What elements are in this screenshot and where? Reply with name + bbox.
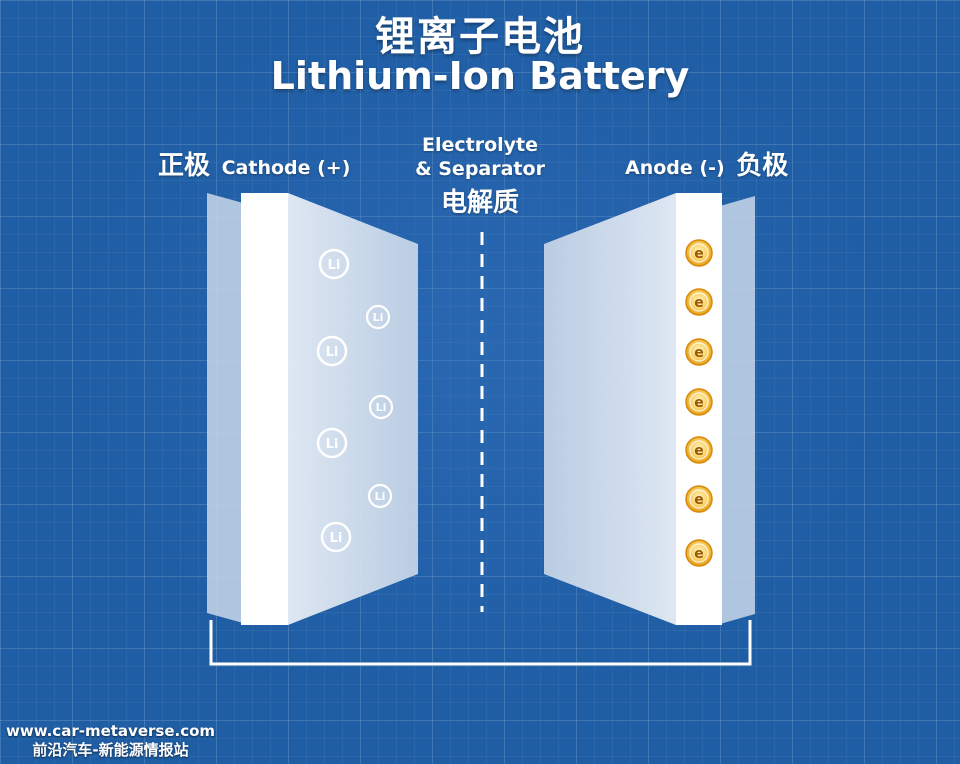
electron-label: e: [694, 345, 704, 361]
lithium-ions: Li Li Li Li Li Li Li: [316, 248, 394, 553]
lithium-ion: Li: [368, 394, 394, 420]
separator-label-en-1: Electrolyte: [421, 134, 538, 156]
electron: e: [685, 539, 713, 567]
anode-assembly: [544, 193, 755, 625]
lithium-ion-label: Li: [375, 490, 386, 503]
anode-label: Anode (-) 负极: [625, 145, 788, 182]
watermark-url: www.car-metaverse.com: [6, 722, 216, 740]
electron-label: e: [694, 246, 704, 262]
lithium-ion: Li: [316, 335, 348, 367]
cathode-assembly: [207, 193, 418, 625]
electron: e: [685, 338, 713, 366]
anode-panel: [544, 193, 676, 625]
electron-label: e: [694, 295, 704, 311]
cathode-back-plate: [207, 193, 243, 623]
lithium-ion-label: Li: [373, 311, 384, 324]
electron-label: e: [694, 492, 704, 508]
anode-label-en: Anode (-): [625, 157, 725, 179]
cathode-current-collector: [241, 193, 288, 625]
electron: e: [685, 436, 713, 464]
cathode-label: 正极 Cathode (+): [158, 145, 350, 182]
electron-label: e: [694, 395, 704, 411]
watermark-name: 前沿汽车-新能源情报站: [32, 741, 189, 759]
electron: e: [685, 388, 713, 416]
electron: e: [685, 288, 713, 316]
cathode-label-en: Cathode (+): [221, 157, 351, 179]
anode-label-cn: 负极: [736, 151, 789, 181]
electron-label: e: [694, 443, 704, 459]
lithium-ion-label: Li: [376, 401, 387, 414]
lithium-ion: Li: [365, 304, 391, 330]
lithium-ion: Li: [316, 427, 348, 459]
separator-label-cn: 电解质: [440, 188, 519, 218]
lithium-ion-label: Li: [330, 531, 343, 546]
separator-label-en-2: & Separator: [415, 158, 545, 180]
diagram-title-cn: 锂离子电池: [375, 14, 585, 60]
cathode-panel: [288, 193, 418, 625]
electron-label: e: [694, 546, 704, 562]
lithium-ion: Li: [367, 483, 393, 509]
lithium-ion: Li: [320, 521, 352, 553]
lithium-ion-label: Li: [326, 345, 339, 360]
diagram-title-en: Lithium-Ion Battery: [270, 54, 690, 98]
electrons: e e e e e e e: [685, 239, 713, 567]
cathode-label-cn: 正极: [158, 151, 211, 181]
lithium-ion: Li: [318, 248, 350, 280]
lithium-ion-label: Li: [326, 437, 339, 452]
anode-back-plate: [720, 196, 755, 624]
circuit-wire: [209, 620, 752, 666]
electron: e: [685, 239, 713, 267]
watermark: www.car-metaverse.com 前沿汽车-新能源情报站: [6, 722, 215, 760]
lithium-ion-label: Li: [328, 258, 341, 273]
separator-label: Electrolyte & Separator 电解质: [380, 134, 580, 219]
electron: e: [685, 485, 713, 513]
